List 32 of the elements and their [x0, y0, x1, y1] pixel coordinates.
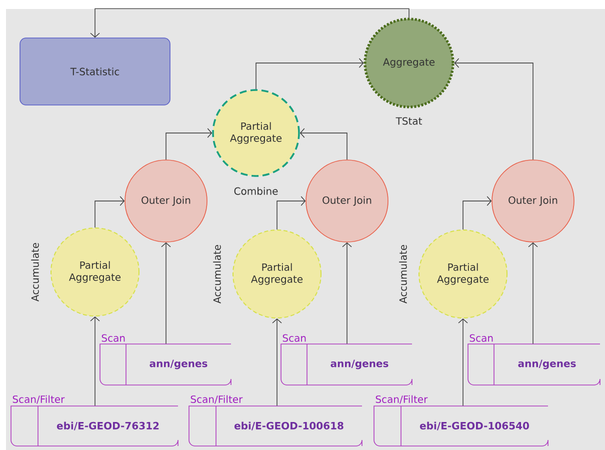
table-operation-label: Scan/Filter — [376, 395, 428, 404]
arrow — [166, 128, 212, 160]
arrow — [94, 196, 125, 228]
arrow — [90, 316, 100, 406]
table-scan-box: ebi/E-GEOD-76312 — [10, 406, 178, 446]
table-operation-label: Scan/Filter — [12, 395, 65, 404]
table-scan-box: ann/genes — [280, 344, 412, 386]
arrow — [458, 318, 468, 406]
node-caption: Combine — [234, 187, 278, 195]
arrow — [276, 196, 306, 230]
arrow — [462, 196, 492, 230]
arrow — [161, 242, 171, 344]
table-operation-label: Scan — [282, 334, 306, 342]
table-operation-label: Scan/Filter — [190, 395, 243, 404]
table-scan-box: ebi/E-GEOD-106540 — [374, 406, 548, 446]
table-scan-box: ebi/E-GEOD-100618 — [188, 406, 362, 446]
arrow — [342, 242, 352, 344]
arrow — [454, 58, 534, 160]
arrow — [256, 58, 364, 90]
arrow — [90, 8, 410, 38]
table-scan-box: ann/genes — [100, 344, 232, 386]
node-caption: Accumulate — [213, 244, 221, 304]
table-operation-label: Scan — [470, 334, 493, 342]
arrow — [272, 318, 282, 406]
process-box: T-Statistic — [20, 38, 170, 106]
node-caption: Accumulate — [31, 242, 39, 302]
table-operation-label: Scan — [102, 334, 125, 342]
node-caption: Accumulate — [399, 244, 407, 304]
arrow — [300, 128, 348, 160]
node-caption: TStat — [396, 117, 422, 125]
table-scan-box: ann/genes — [468, 344, 600, 386]
arrow — [528, 242, 538, 344]
